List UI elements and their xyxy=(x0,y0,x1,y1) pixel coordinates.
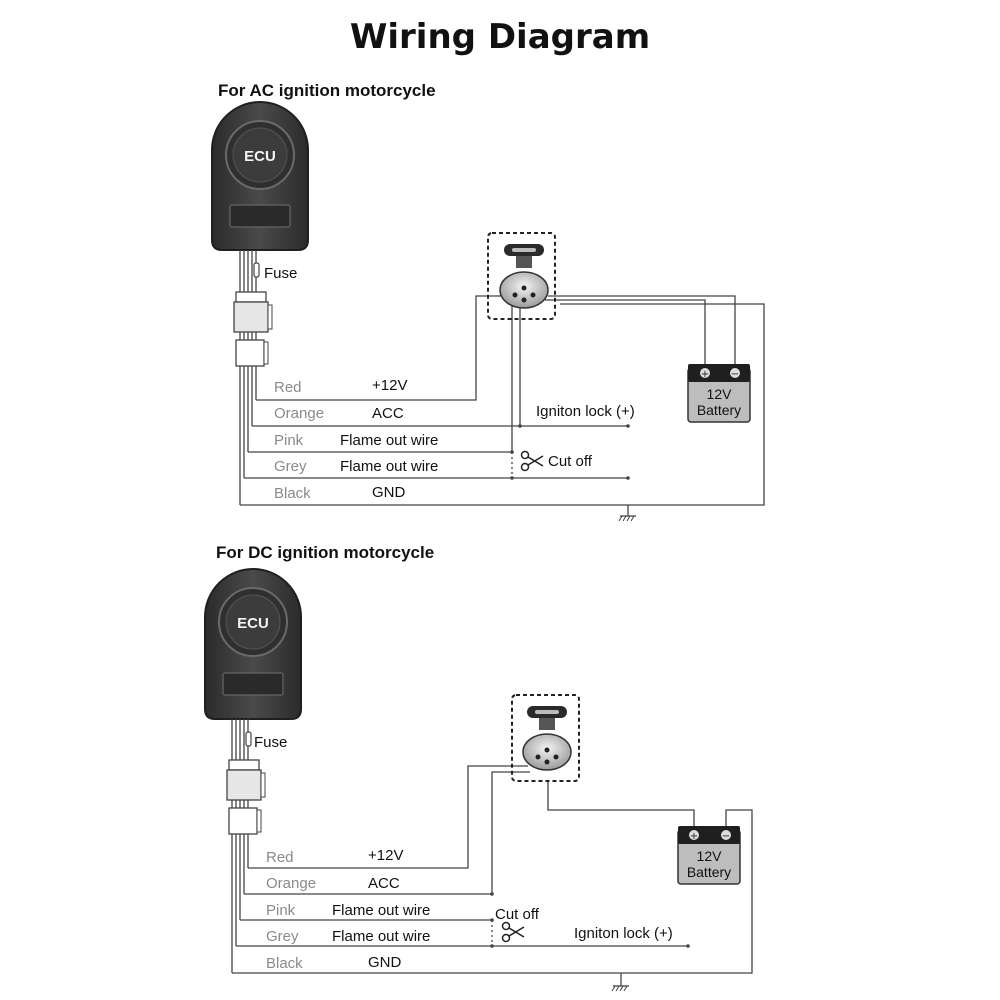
page-title: Wiring Diagram xyxy=(350,17,650,57)
ground-icon xyxy=(618,505,636,522)
fuse-icon xyxy=(253,262,260,278)
scissors-icon xyxy=(520,450,544,472)
battery-voltage: 12V xyxy=(697,848,723,864)
pink-wire xyxy=(248,300,513,453)
wire-color-black: Black xyxy=(274,485,311,502)
wire-function-orange: ACC xyxy=(372,405,404,422)
ground-icon xyxy=(611,973,629,992)
battery-name: Battery xyxy=(697,402,741,418)
dc-section: For DC ignition motorcycle ECU Fuse xyxy=(204,543,753,992)
connector-icon xyxy=(233,291,273,367)
wire-color-grey: Grey xyxy=(274,458,307,475)
wire-function-pink: Flame out wire xyxy=(332,902,430,919)
wire-color-red: Red xyxy=(266,849,294,866)
connector-icon xyxy=(226,759,266,835)
wire-function-red: +12V xyxy=(368,847,403,864)
ignition-lock-label: Igniton lock (+) xyxy=(574,925,673,942)
wire-function-grey: Flame out wire xyxy=(332,928,430,945)
ecu-unit-icon xyxy=(211,101,309,251)
wire-function-black: GND xyxy=(372,484,406,501)
svg-text:+: + xyxy=(690,831,698,842)
svg-text:−: − xyxy=(731,369,739,380)
ecu-label: ECU xyxy=(244,148,276,165)
svg-text:+: + xyxy=(701,369,709,380)
fuse-label: Fuse xyxy=(254,734,287,751)
red-wire xyxy=(248,765,528,869)
wire-color-pink: Pink xyxy=(274,432,304,449)
wire-function-red: +12V xyxy=(372,377,407,394)
red-wire xyxy=(256,295,520,401)
cut-off-label: Cut off xyxy=(548,453,593,470)
ac-section-heading: For AC ignition motorcycle xyxy=(218,81,436,100)
battery-voltage: 12V xyxy=(707,386,733,402)
dc-section-heading: For DC ignition motorcycle xyxy=(216,543,434,562)
wire-color-black: Black xyxy=(266,955,303,972)
wire-function-black: GND xyxy=(368,954,402,971)
ecu-label: ECU xyxy=(237,615,269,632)
ignition-lock-label: Igniton lock (+) xyxy=(536,403,635,420)
wire-function-orange: ACC xyxy=(368,875,400,892)
ignition-switch-icon xyxy=(487,232,556,320)
ecu-unit-icon xyxy=(204,568,302,720)
svg-text:−: − xyxy=(722,831,730,842)
fuse-label: Fuse xyxy=(264,265,297,282)
scissors-icon xyxy=(501,921,525,943)
wire-color-pink: Pink xyxy=(266,902,296,919)
wire-function-grey: Flame out wire xyxy=(340,458,438,475)
cable-bundle xyxy=(231,719,249,973)
ignition-switch-icon xyxy=(511,694,580,782)
wire-color-grey: Grey xyxy=(266,928,299,945)
battery-name: Battery xyxy=(687,864,731,880)
black-wire xyxy=(232,809,753,974)
wire-color-orange: Orange xyxy=(266,875,316,892)
wire-color-red: Red xyxy=(274,379,302,396)
cut-off-label: Cut off xyxy=(495,906,540,923)
battery-icon: + − xyxy=(687,364,751,423)
cable-bundle xyxy=(239,250,257,505)
fuse-icon xyxy=(245,731,252,747)
wire-color-orange: Orange xyxy=(274,405,324,422)
battery-icon: + − xyxy=(677,826,741,885)
wire-function-pink: Flame out wire xyxy=(340,432,438,449)
ac-section: For AC ignition motorcycle ECU Fuse xyxy=(211,81,765,522)
